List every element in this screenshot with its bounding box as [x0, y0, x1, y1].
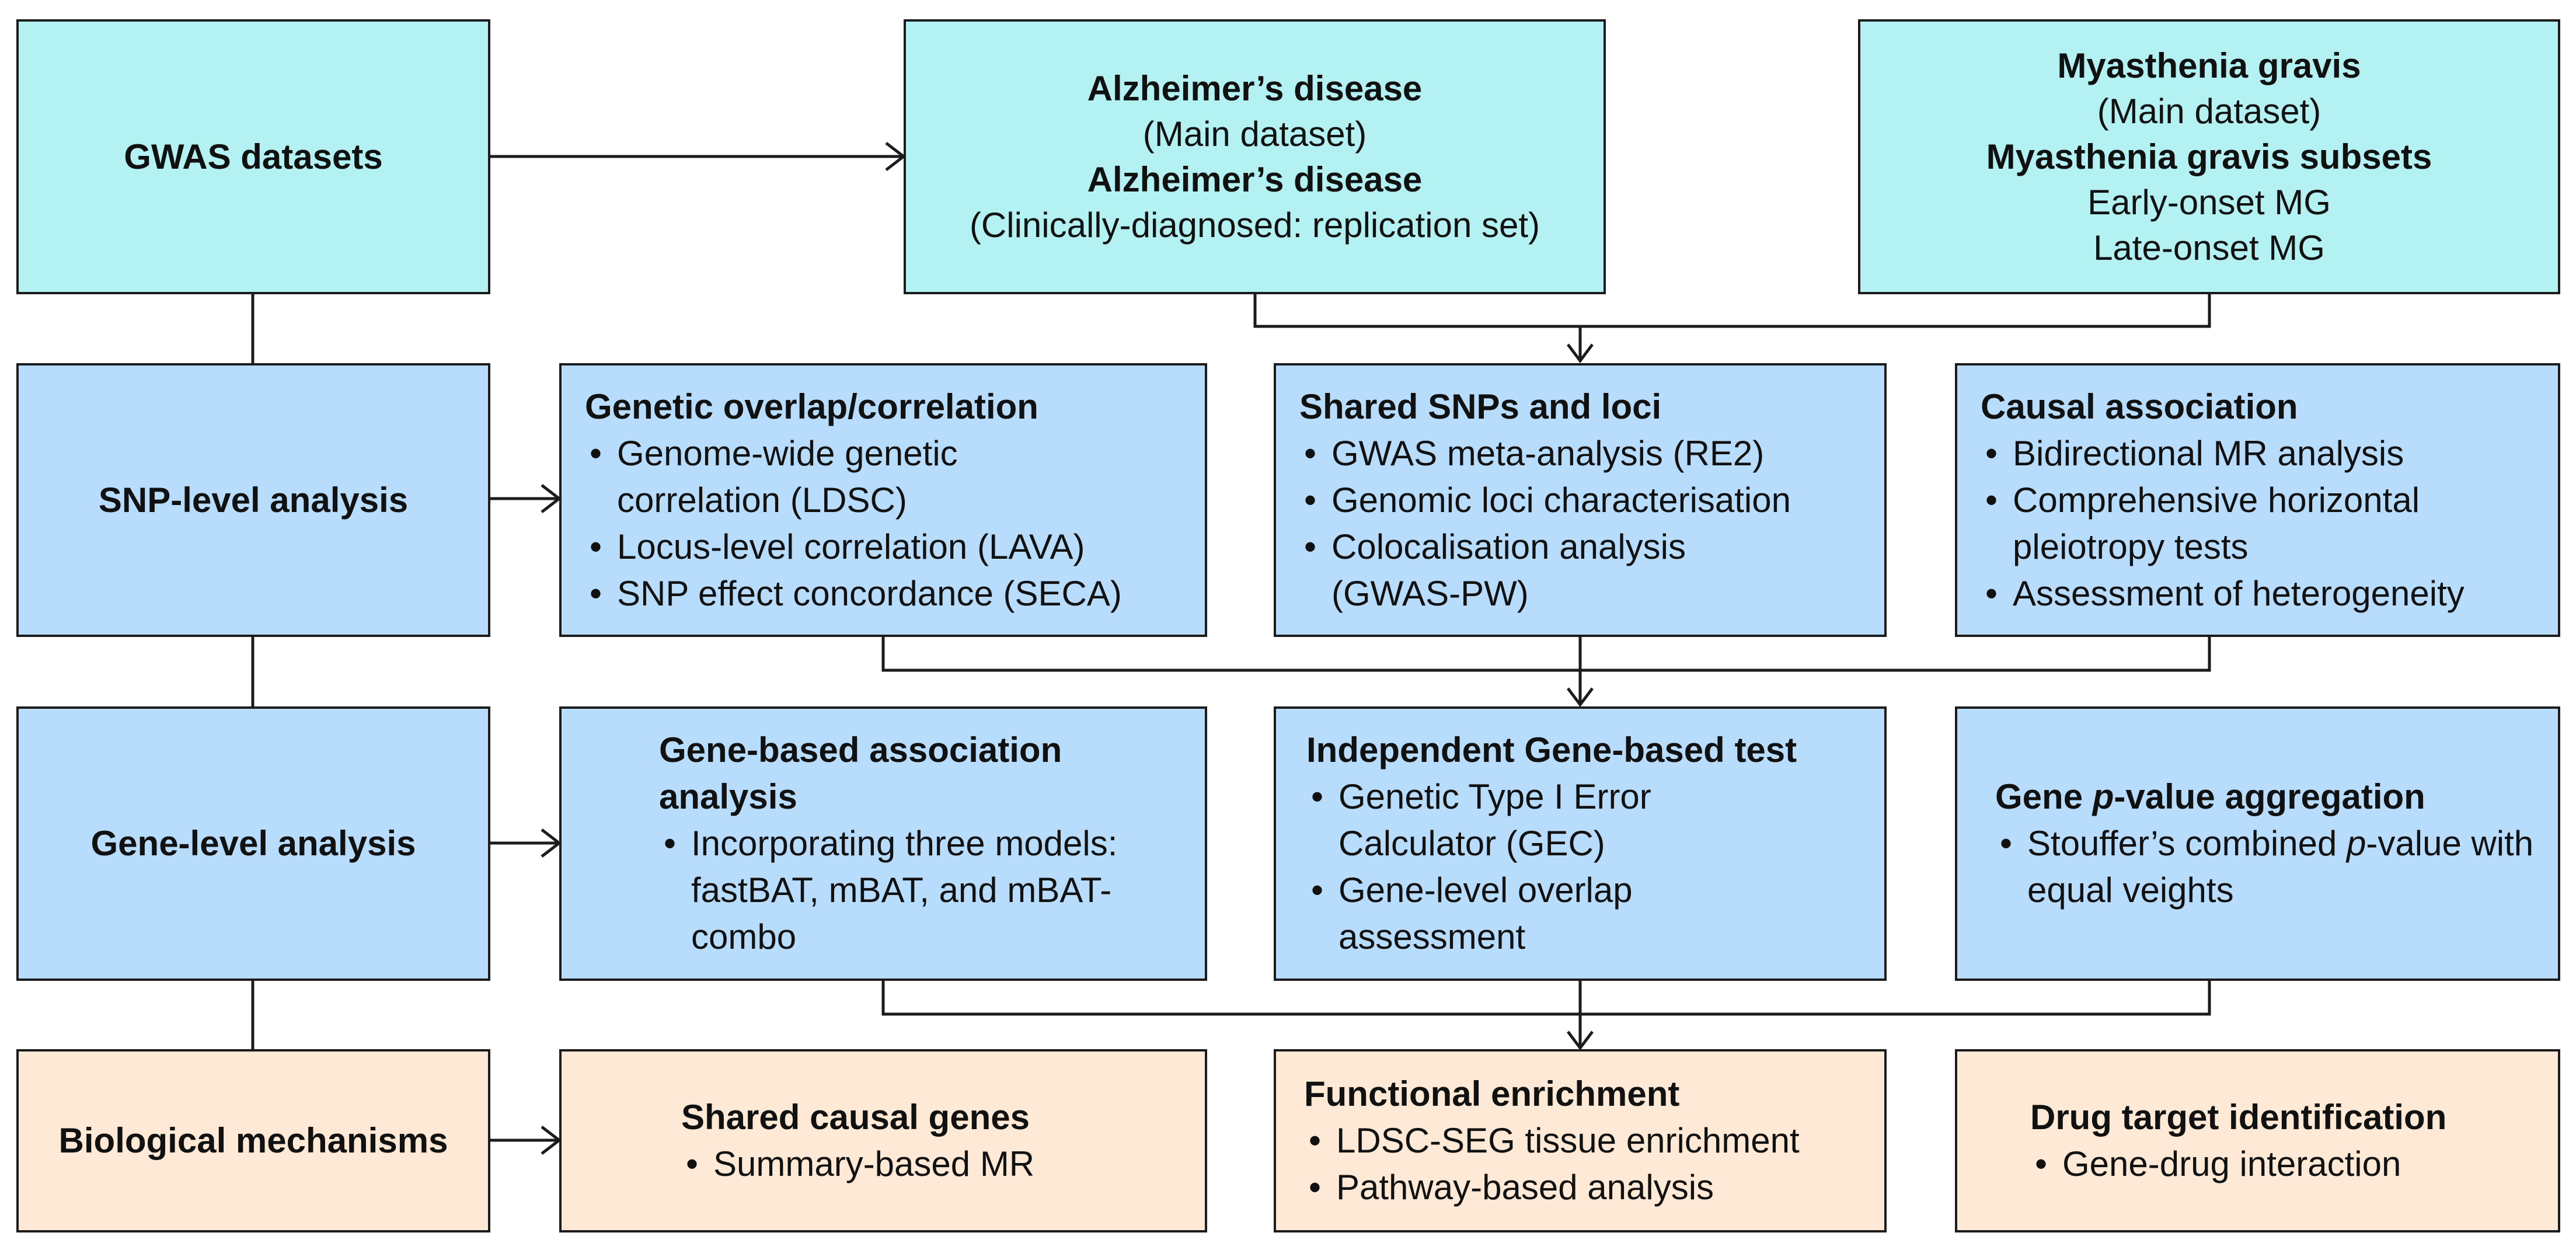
gene-based-association-list: Incorporating three models: fastBAT, mBA… [659, 820, 1205, 960]
genetic-overlap-list: Genome-wide genetic correlation (LDSC) L… [585, 430, 1205, 617]
list-item: Genome-wide genetic correlation (LDSC) [585, 430, 996, 524]
shared-causal-genes-box: Shared causal genes Summary-based MR [559, 1049, 1207, 1232]
gene-based-association-box: Gene-based association analysis Incorpor… [559, 706, 1207, 981]
snp-level-box: SNP-level analysis [16, 363, 490, 637]
merge-connector-2 [881, 637, 2211, 672]
drug-target-title: Drug target identification [2030, 1098, 2447, 1137]
list-item: Incorporating three models: fastBAT, mBA… [659, 820, 1170, 960]
snp-level-label: SNP-level analysis [98, 480, 409, 520]
functional-enrichment-title: Functional enrichment [1304, 1074, 1680, 1113]
merge-connector-3 [881, 981, 2211, 1016]
merge-arrowhead-3 [1567, 1030, 1594, 1051]
list-item: Bidirectional MR analysis [1981, 430, 2558, 477]
functional-enrichment-list: LDSC-SEG tissue enrichment Pathway-based… [1304, 1117, 1884, 1211]
mg-sub: (Main dataset) [2097, 91, 2321, 131]
ad-title: Alzheimer’s disease [1087, 68, 1423, 108]
biological-mechanisms-box: Biological mechanisms [16, 1049, 490, 1232]
gwas-datasets-box: GWAS datasets [16, 19, 490, 294]
ad-sub-2: (Clinically-diagnosed: replication set) [969, 205, 1540, 245]
shared-causal-genes-list: Summary-based MR [681, 1141, 1205, 1188]
gene-based-association-title: Gene-based association analysis [659, 730, 1062, 816]
mg-title: Myasthenia gravis [2057, 46, 2361, 85]
drug-target-list: Gene-drug interaction [2030, 1141, 2558, 1188]
gene-level-box: Gene-level analysis [16, 706, 490, 981]
mg-line-1: Early-onset MG [2087, 182, 2331, 222]
shared-causal-genes-title: Shared causal genes [681, 1098, 1030, 1137]
gene-pvalue-aggregation-list: Stouffer’s combined p-value with equal v… [1995, 820, 2558, 914]
merge-arrowhead-2 [1567, 687, 1594, 708]
causal-association-title: Causal association [1981, 387, 2298, 426]
list-item: Genetic Type I Error Calculator (GEC) [1306, 774, 1747, 867]
shared-snps-box: Shared SNPs and loci GWAS meta-analysis … [1274, 363, 1887, 637]
myasthenia-dataset-box: Myasthenia gravis (Main dataset) Myasthe… [1858, 19, 2560, 294]
mg-title-2: Myasthenia gravis subsets [1986, 137, 2432, 176]
causal-association-box: Causal association Bidirectional MR anal… [1955, 363, 2560, 637]
biological-mechanisms-label: Biological mechanisms [58, 1121, 448, 1160]
gene-level-label: Gene-level analysis [90, 824, 416, 863]
ad-title-2: Alzheimer’s disease [1087, 159, 1423, 199]
list-item: Genomic loci characterisation [1299, 477, 1884, 524]
shared-snps-title: Shared SNPs and loci [1299, 387, 1662, 426]
list-item: SNP effect concordance (SECA) [585, 570, 1205, 617]
list-item: LDSC-SEG tissue enrichment [1304, 1117, 1884, 1164]
independent-gene-test-box: Independent Gene-based test Genetic Type… [1274, 706, 1887, 981]
ad-sub: (Main dataset) [1142, 114, 1367, 154]
mg-line-2: Late-onset MG [2093, 228, 2325, 267]
list-item: Assessment of heterogeneity [1981, 570, 2558, 617]
gene-pvalue-aggregation-box: Gene p-value aggregation Stouffer’s comb… [1955, 706, 2560, 981]
independent-gene-test-list: Genetic Type I Error Calculator (GEC) Ge… [1306, 774, 1884, 960]
genetic-overlap-title: Genetic overlap/correlation [585, 387, 1038, 426]
genetic-overlap-box: Genetic overlap/correlation Genome-wide … [559, 363, 1207, 637]
gene-pvalue-aggregation-title: Gene p-value aggregation [1995, 777, 2425, 816]
list-item: Locus-level correlation (LAVA) [585, 524, 1205, 570]
list-item: Gene-level overlap assessment [1306, 867, 1747, 960]
list-item: GWAS meta-analysis (RE2) [1299, 430, 1884, 477]
gwas-datasets-label: GWAS datasets [124, 137, 383, 176]
functional-enrichment-box: Functional enrichment LDSC-SEG tissue en… [1274, 1049, 1887, 1232]
alzheimers-dataset-box: Alzheimer’s disease (Main dataset) Alzhe… [904, 19, 1606, 294]
list-item: Stouffer’s combined p-value with equal v… [1995, 820, 2541, 914]
list-item: Pathway-based analysis [1304, 1164, 1884, 1211]
causal-association-list: Bidirectional MR analysis Comprehensive … [1981, 430, 2558, 617]
list-item: Summary-based MR [681, 1141, 1205, 1188]
list-item: Colocalisation analysis (GWAS-PW) [1299, 524, 1752, 617]
independent-gene-test-title: Independent Gene-based test [1306, 730, 1797, 770]
list-item: Gene-drug interaction [2030, 1141, 2558, 1188]
shared-snps-list: GWAS meta-analysis (RE2) Genomic loci ch… [1299, 430, 1884, 617]
list-item: Comprehensive horizontal pleiotropy test… [1981, 477, 2526, 570]
merge-connector-1 [1253, 294, 2211, 328]
merge-arrowhead-1 [1567, 343, 1594, 364]
drug-target-box: Drug target identification Gene-drug int… [1955, 1049, 2560, 1232]
